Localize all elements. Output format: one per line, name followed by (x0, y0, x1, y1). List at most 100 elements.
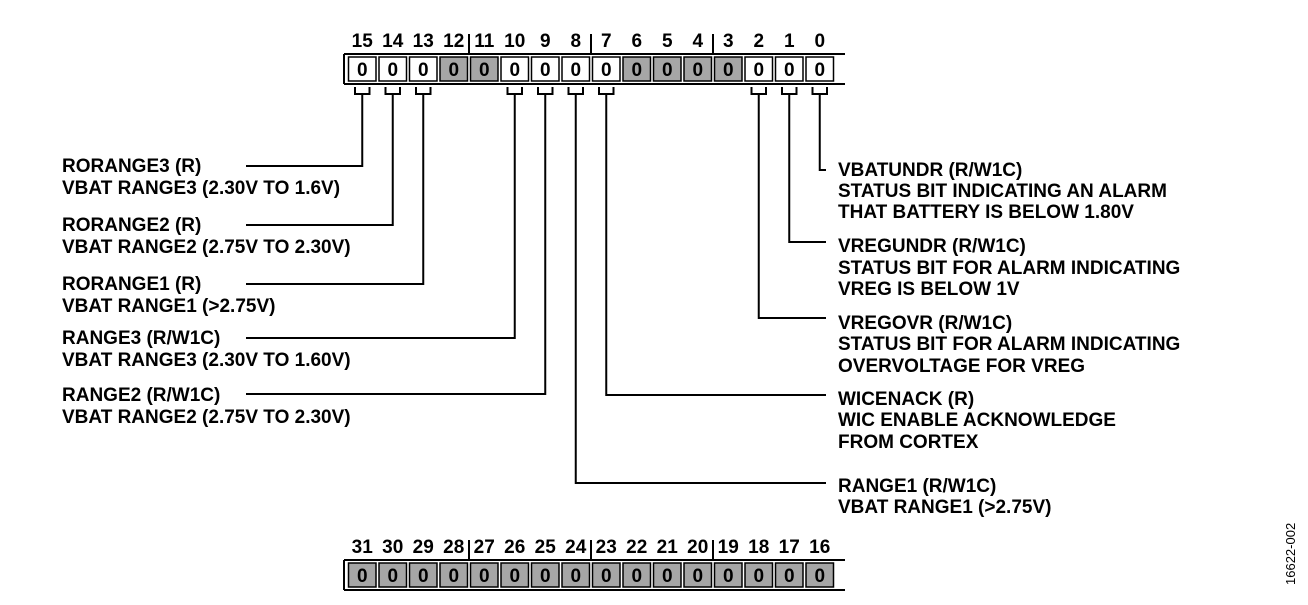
bit-number-19: 19 (718, 537, 739, 558)
bit-value-20: 0 (692, 566, 703, 587)
bit-cell-11 (469, 56, 499, 82)
field-range1-desc: VBAT RANGE1 (>2.75V) (838, 497, 1051, 518)
figure-id: 16622-002 (1283, 523, 1298, 585)
bit-bracket-13 (415, 87, 432, 95)
bit-cell-14 (378, 56, 408, 82)
bit-value-27: 0 (479, 566, 490, 587)
field-wicenack-name: WICENACK (R) (838, 389, 974, 410)
field-vregundr-name: VREGUNDR (R/W1C) (838, 236, 1026, 257)
field-leader-lines (246, 94, 826, 484)
bit-bracket-2 (750, 87, 767, 95)
leader-bit-13 (246, 94, 425, 285)
bit-bracket-10 (506, 87, 523, 95)
bit-number-1: 1 (784, 31, 795, 52)
bit-value-3: 0 (723, 60, 734, 81)
bit-value-1: 0 (784, 60, 795, 81)
field-wicenack-desc-2: FROM CORTEX (838, 432, 979, 453)
bit-cell-2 (744, 56, 774, 82)
bit-value-9: 0 (540, 60, 551, 81)
bit-value-13: 0 (418, 60, 429, 81)
field-rorange1-desc: VBAT RANGE1 (>2.75V) (62, 296, 275, 317)
bit-cell-21 (652, 562, 682, 588)
bit-cell-6 (622, 56, 652, 82)
bit-number-6: 6 (631, 31, 642, 52)
bit-cell-18 (744, 562, 774, 588)
register-bits-31-16: 0310300290280270260250240230220210200190… (343, 537, 845, 591)
bit-number-30: 30 (382, 537, 403, 558)
bit-cell-10 (500, 56, 530, 82)
bit-value-24: 0 (570, 566, 581, 587)
leader-bit-15 (246, 94, 364, 167)
bit-number-14: 14 (382, 31, 404, 52)
bit-number-16: 16 (809, 537, 830, 558)
bit-cell-30 (378, 562, 408, 588)
field-wicenack-desc-1: WIC ENABLE ACKNOWLEDGE (838, 410, 1116, 431)
bit-number-4: 4 (692, 31, 703, 52)
bit-number-29: 29 (413, 537, 434, 558)
field-vregundr-desc-1: STATUS BIT FOR ALARM INDICATING (838, 258, 1180, 279)
bit-value-2: 0 (753, 60, 764, 81)
field-range3-desc: VBAT RANGE3 (2.30V TO 1.60V) (62, 350, 351, 371)
bit-value-23: 0 (601, 566, 612, 587)
bit-value-22: 0 (631, 566, 642, 587)
bit-bracket-9 (537, 87, 554, 95)
bit-bracket-1 (781, 87, 798, 95)
bit-cell-15 (347, 56, 377, 82)
leader-bit-8 (574, 94, 826, 484)
bit-bracket-15 (354, 87, 371, 95)
bit-value-28: 0 (448, 566, 459, 587)
bit-value-14: 0 (387, 60, 398, 81)
bit-bracket-8 (567, 87, 584, 95)
bit-cell-20 (683, 562, 713, 588)
field-vbatundr-name: VBATUNDR (R/W1C) (838, 160, 1022, 181)
bit-number-0: 0 (814, 31, 825, 52)
field-rorange3-desc: VBAT RANGE3 (2.30V TO 1.6V) (62, 178, 340, 199)
bit-value-7: 0 (601, 60, 612, 81)
bit-number-22: 22 (626, 537, 647, 558)
field-rorange2-name: RORANGE2 (R) (62, 215, 201, 236)
bit-value-16: 0 (814, 566, 825, 587)
bit-value-21: 0 (662, 566, 673, 587)
bit-cell-28 (439, 562, 469, 588)
bit-cell-3 (713, 56, 743, 82)
bit-number-28: 28 (443, 537, 464, 558)
leader-bit-7 (605, 94, 826, 396)
bit-cell-5 (652, 56, 682, 82)
bit-value-26: 0 (509, 566, 520, 587)
bit-value-30: 0 (387, 566, 398, 587)
bit-cell-23 (591, 562, 621, 588)
bit-cell-29 (408, 562, 438, 588)
field-range3-name: RANGE3 (R/W1C) (62, 328, 220, 349)
bit-number-8: 8 (570, 31, 581, 52)
bit-value-11: 0 (479, 60, 490, 81)
bit-number-12: 12 (443, 31, 464, 52)
bit-number-21: 21 (657, 537, 679, 558)
bit-number-23: 23 (596, 537, 617, 558)
bit-number-31: 31 (352, 537, 374, 558)
bit-number-3: 3 (723, 31, 734, 52)
bit-number-9: 9 (540, 31, 551, 52)
bit-value-10: 0 (509, 60, 520, 81)
field-vbatundr-desc-1: STATUS BIT INDICATING AN ALARM (838, 181, 1167, 202)
bit-cell-0 (805, 56, 835, 82)
bit-number-26: 26 (504, 537, 525, 558)
bit-value-17: 0 (784, 566, 795, 587)
bit-value-4: 0 (692, 60, 703, 81)
bit-cell-8 (561, 56, 591, 82)
bit-bracket-7 (598, 87, 615, 95)
bit-cell-17 (774, 562, 804, 588)
bit-number-15: 15 (352, 31, 374, 52)
field-vregundr-desc-2: VREG IS BELOW 1V (838, 279, 1020, 300)
field-rorange1-name: RORANGE1 (R) (62, 274, 201, 295)
bit-value-0: 0 (814, 60, 825, 81)
bit-cell-12 (439, 56, 469, 82)
bit-number-24: 24 (565, 537, 587, 558)
bit-value-19: 0 (723, 566, 734, 587)
field-vbatundr-desc-2: THAT BATTERY IS BELOW 1.80V (838, 202, 1134, 223)
bit-number-5: 5 (662, 31, 673, 52)
bit-value-18: 0 (753, 566, 764, 587)
field-range2-desc: VBAT RANGE2 (2.75V TO 2.30V) (62, 407, 351, 428)
bit-number-7: 7 (601, 31, 612, 52)
